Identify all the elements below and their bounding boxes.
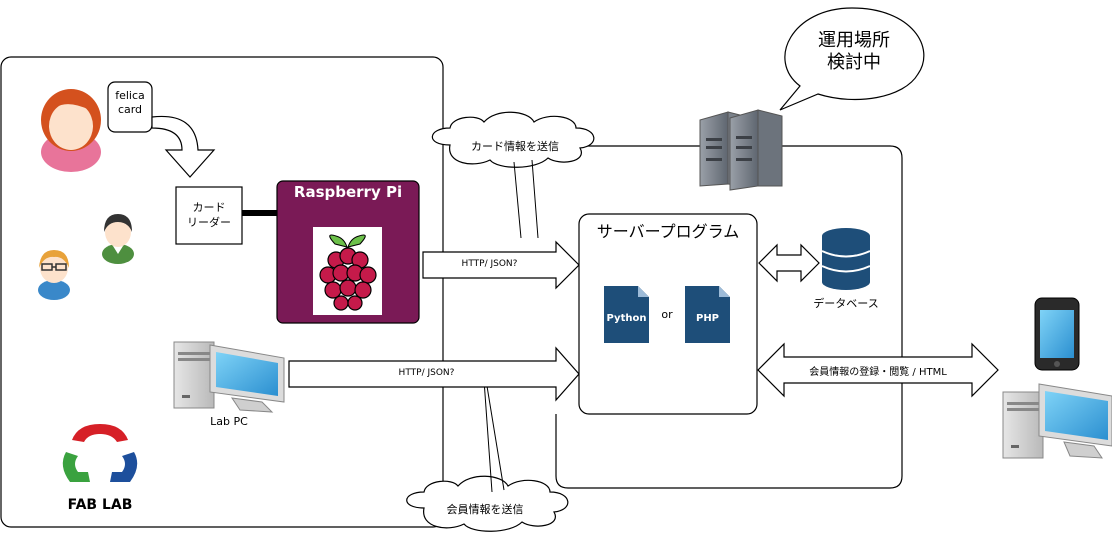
python-file-icon — [604, 286, 649, 343]
server-program-title: サーバープログラム — [596, 222, 740, 241]
server-program-box — [578, 213, 758, 415]
man-avatar-icon — [102, 214, 134, 264]
felica-card-label: felica card — [115, 89, 145, 116]
cloud-bottom-pointer-2 — [485, 379, 505, 491]
cloud-top-pointer-2 — [531, 159, 539, 239]
rpi-arrow-label: HTTP/ JSON? — [461, 259, 518, 269]
fablab-text: FAB LAB — [67, 497, 133, 513]
card-tap-arrow — [151, 115, 216, 178]
server-rack-icon — [699, 109, 783, 191]
card-info-cloud — [431, 111, 595, 168]
fablab-logo-icon — [62, 424, 138, 482]
member-info-cloud — [406, 475, 569, 532]
cloud-bottom-pointer — [483, 379, 493, 493]
card-reader-box — [175, 186, 243, 245]
glasses-avatar-icon — [38, 250, 70, 300]
member-info-cloud-label: 会員情報を送信 — [446, 503, 524, 516]
server-db-arrow — [758, 243, 820, 283]
client-pc-icon — [1002, 383, 1112, 459]
location-speech-bubble — [779, 7, 925, 111]
labpc-to-server-arrow — [288, 346, 580, 402]
cloud-top-pointer — [513, 161, 522, 239]
database-icon — [821, 228, 871, 290]
woman-avatar-icon — [41, 89, 101, 172]
card-reader-label: カード リーダー — [187, 201, 231, 229]
card-info-cloud-label: カード情報を送信 — [471, 140, 559, 153]
raspberry-logo-icon — [319, 234, 377, 311]
php-label: PHP — [695, 313, 720, 324]
smartphone-icon — [1034, 297, 1080, 371]
felica-card-note — [107, 81, 153, 133]
client-access-arrow — [757, 342, 999, 398]
rpi-to-server-arrow — [422, 240, 580, 290]
server-container — [555, 145, 903, 489]
php-file-icon — [685, 286, 730, 343]
client-arrow-label: 会員情報の登録・閲覧 / HTML — [809, 367, 947, 378]
lab-pc-icon — [173, 341, 285, 413]
database-label: データベース — [813, 297, 879, 310]
location-speech-label: 運用場所 検討中 — [818, 30, 890, 73]
labpc-arrow-label: HTTP/ JSON? — [398, 368, 455, 378]
python-label: Python — [606, 313, 647, 324]
raspberry-pi-title: Raspberry Pi — [293, 183, 403, 201]
local-network-container — [0, 56, 444, 528]
lab-pc-label: Lab PC — [210, 415, 248, 428]
or-label: or — [661, 308, 673, 321]
